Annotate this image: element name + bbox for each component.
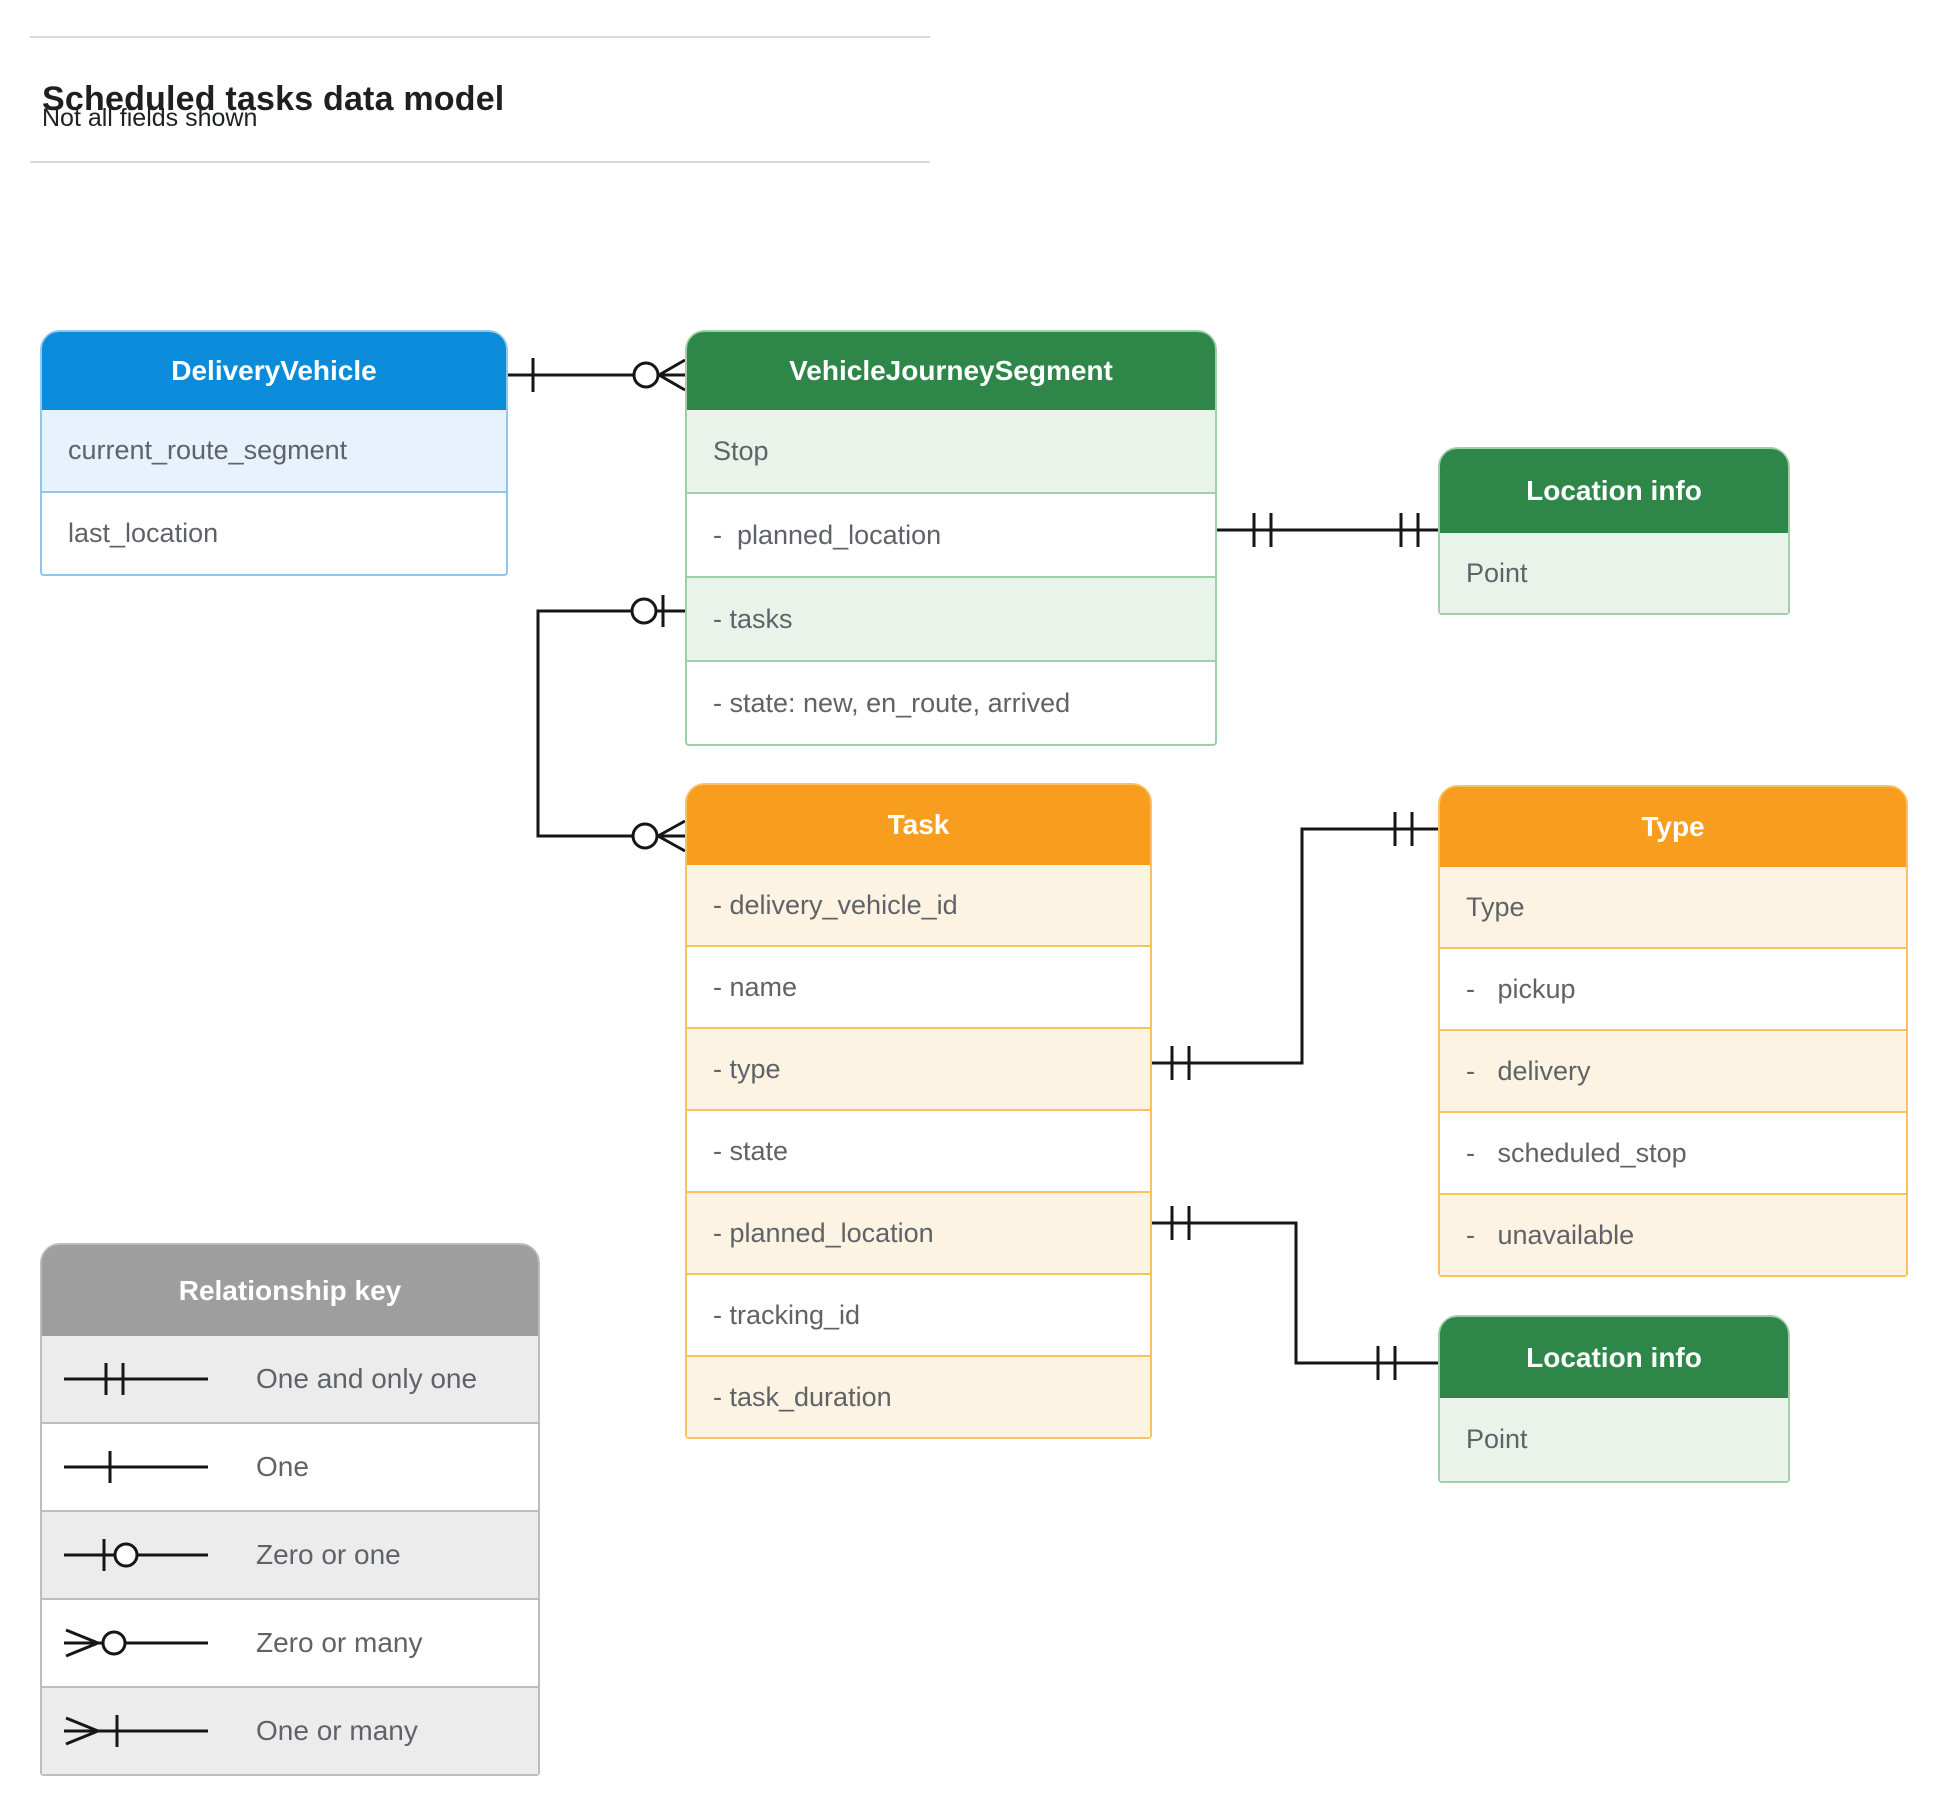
legend-item-one: One xyxy=(42,1422,538,1510)
connector-tasks-task xyxy=(536,595,686,853)
entity-row: Point xyxy=(1440,533,1788,613)
entity-row: last_location xyxy=(42,491,506,574)
connector-deliveryvehicle-vehiclejourneysegment xyxy=(508,358,686,392)
legend-item-zero-or-many: Zero or many xyxy=(42,1598,538,1686)
legend-item-label: One or many xyxy=(256,1715,418,1746)
entity-row: - delivery xyxy=(1440,1029,1906,1111)
relationship-key-header: Relationship key xyxy=(42,1245,538,1336)
entity-task: Task - delivery_vehicle_id- name- type- … xyxy=(685,783,1152,1439)
entity-row: current_route_segment xyxy=(42,410,506,491)
legend-item-label: Zero or many xyxy=(256,1627,423,1658)
legend-item-one-or-many: One or many xyxy=(42,1686,538,1774)
entity-location-info-top: Location info Point xyxy=(1438,447,1790,615)
legend-item-label: Zero or one xyxy=(256,1539,401,1570)
entity-row: - planned_location xyxy=(687,492,1215,576)
entity-type-rows: Type- pickup- delivery- scheduled_stop- … xyxy=(1440,867,1906,1275)
entity-location-info-bottom-rows: Point xyxy=(1440,1398,1788,1481)
title-bottom-divider xyxy=(30,161,930,163)
entity-location-info-top-header: Location info xyxy=(1440,449,1788,533)
entity-row: Stop xyxy=(687,410,1215,492)
entity-task-rows: - delivery_vehicle_id- name- type- state… xyxy=(687,865,1150,1437)
connector-plannedlocation-locationinfo-top xyxy=(1217,513,1438,547)
legend-item-label: One xyxy=(256,1451,309,1482)
entity-row: - unavailable xyxy=(1440,1193,1906,1275)
page-title: Scheduled tasks data model xyxy=(42,79,505,118)
legend-item-label: One and only one xyxy=(256,1363,478,1394)
entity-vehicle-journey-segment-rows: Stop- planned_location- tasks- state: ne… xyxy=(687,410,1215,744)
entity-row: - delivery_vehicle_id xyxy=(687,865,1150,945)
entity-vehicle-journey-segment: VehicleJourneySegment Stop- planned_loca… xyxy=(685,330,1217,746)
entity-location-info-bottom: Location info Point xyxy=(1438,1315,1790,1483)
entity-row: - task_duration xyxy=(687,1355,1150,1437)
entity-location-info-bottom-header: Location info xyxy=(1440,1317,1788,1398)
entity-row: Point xyxy=(1440,1398,1788,1481)
connector-plannedlocation-locationinfo-bottom xyxy=(1152,1206,1438,1380)
relationship-key: Relationship key One and only one One Ze… xyxy=(40,1243,540,1776)
entity-row: - planned_location xyxy=(687,1191,1150,1273)
entity-delivery-vehicle-header: DeliveryVehicle xyxy=(42,332,506,410)
entity-row: - scheduled_stop xyxy=(1440,1111,1906,1193)
entity-row: Type xyxy=(1440,867,1906,947)
connector-type-type-entity xyxy=(1152,812,1438,1080)
entity-location-info-top-rows: Point xyxy=(1440,533,1788,613)
entity-row: - pickup xyxy=(1440,947,1906,1029)
entity-row: - state xyxy=(687,1109,1150,1191)
title-top-divider xyxy=(30,36,930,38)
entity-row: - type xyxy=(687,1027,1150,1109)
entity-row: - state: new, en_route, arrived xyxy=(687,660,1215,744)
legend-item-zero-or-one: Zero or one xyxy=(42,1510,538,1598)
one-icon xyxy=(64,1451,208,1483)
entity-row: - tasks xyxy=(687,576,1215,660)
one-or-many-icon xyxy=(64,1715,208,1747)
page-subtitle: Not all fields shown xyxy=(42,104,258,132)
zero-or-many-icon xyxy=(64,1628,208,1658)
entity-task-header: Task xyxy=(687,785,1150,865)
entity-row: - tracking_id xyxy=(687,1273,1150,1355)
entity-row: - name xyxy=(687,945,1150,1027)
zero-or-one-icon xyxy=(64,1539,208,1571)
one-and-only-one-icon xyxy=(64,1363,208,1395)
entity-type: Type Type- pickup- delivery- scheduled_s… xyxy=(1438,785,1908,1277)
legend-item-one-and-only-one: One and only one xyxy=(42,1336,538,1422)
entity-vehicle-journey-segment-header: VehicleJourneySegment xyxy=(687,332,1215,410)
entity-type-header: Type xyxy=(1440,787,1906,867)
